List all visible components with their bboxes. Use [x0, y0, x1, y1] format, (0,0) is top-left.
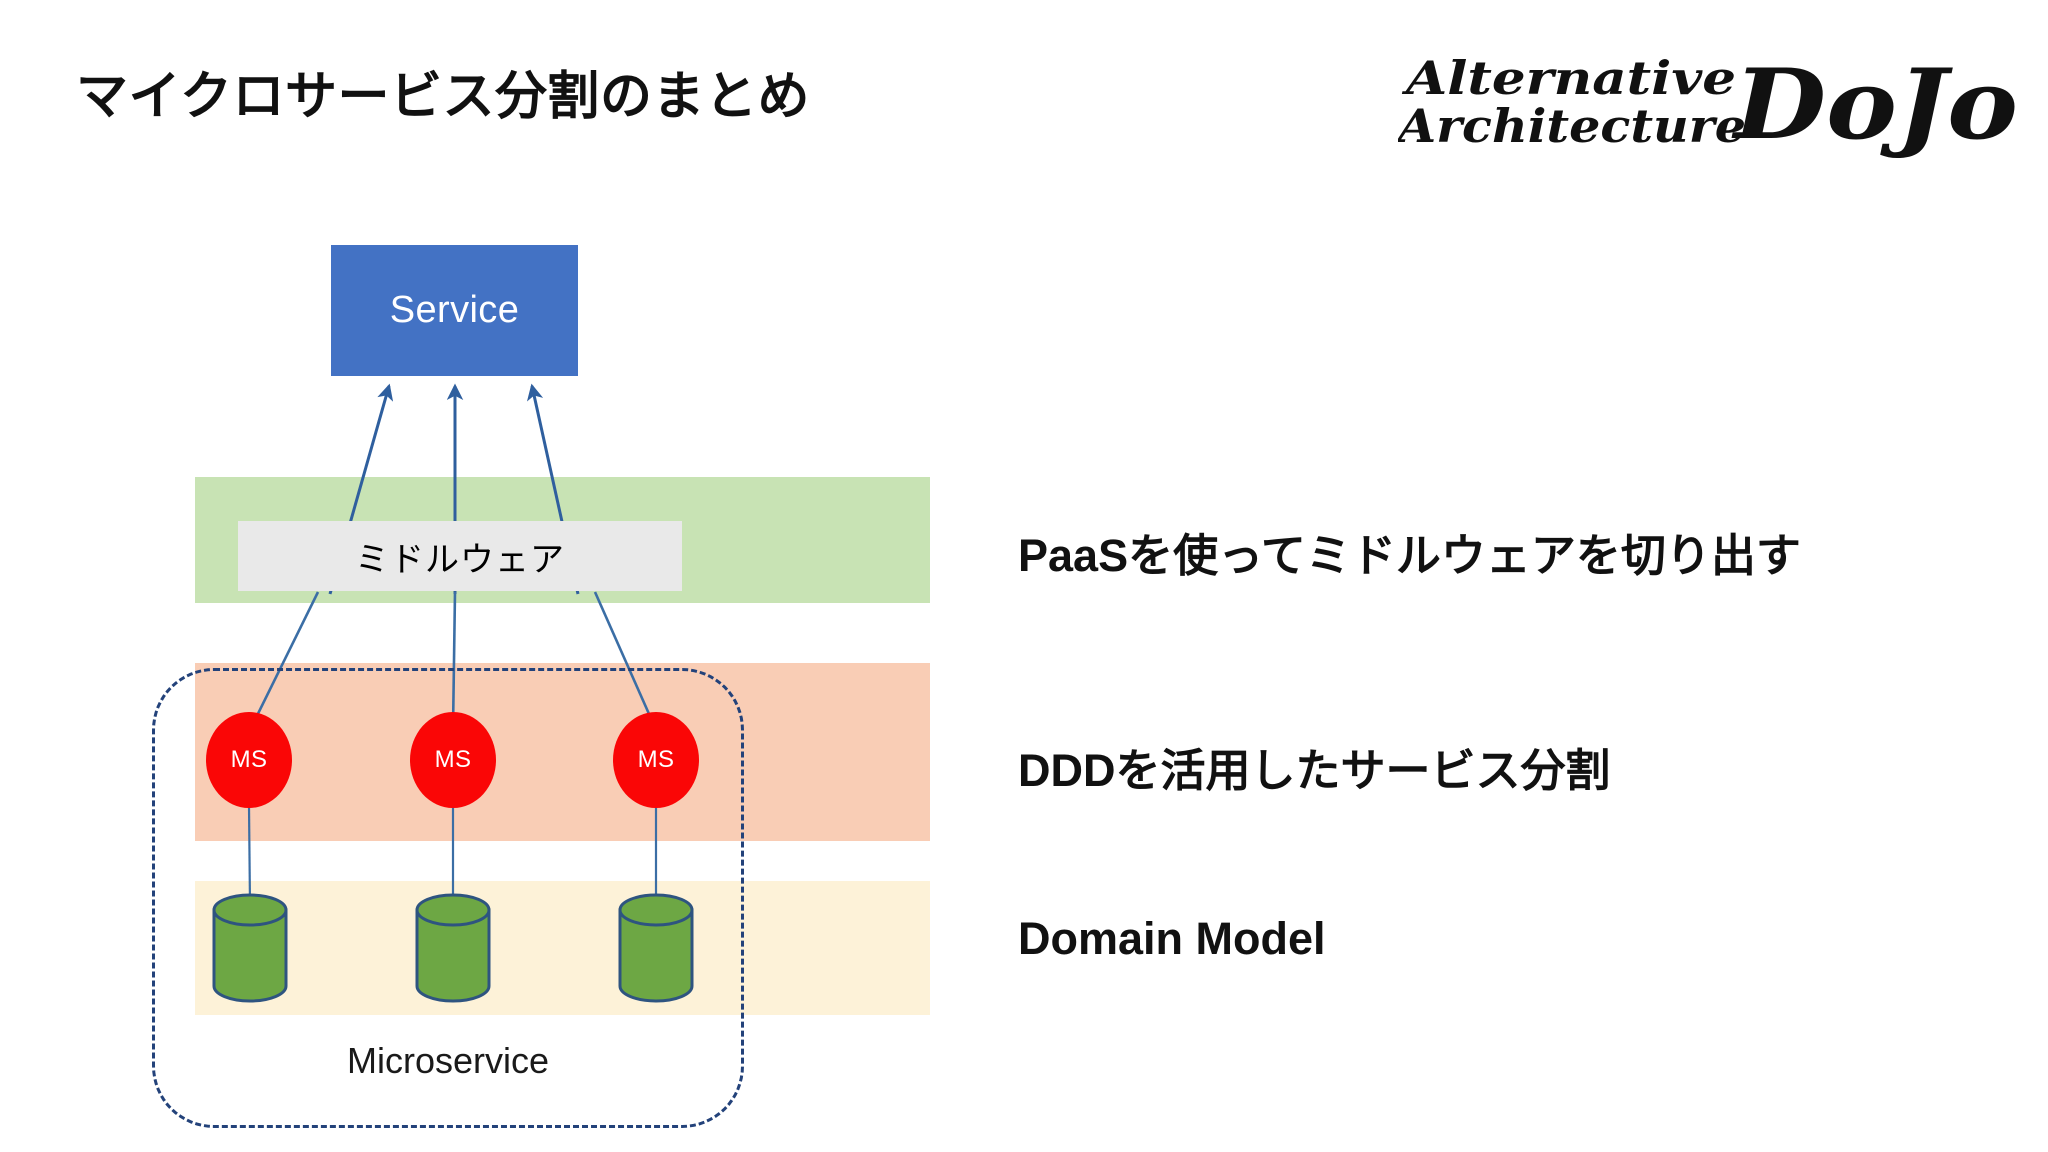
- layer-band-service: [195, 663, 930, 841]
- page-title: マイクロサービス分割のまとめ: [76, 68, 810, 126]
- brand-logo-line2: Architecture: [1398, 99, 1746, 153]
- middleware-box-label: ミドルウェア: [355, 540, 565, 579]
- database-cylinder-icon[interactable]: [617, 893, 695, 1003]
- database-cylinder-icon[interactable]: [414, 893, 492, 1003]
- architecture-diagram: Service ミドルウェア Microservice MS MS MS: [0, 0, 1020, 1152]
- brand-logo-mark: DoJo: [1731, 48, 2018, 161]
- service-box[interactable]: Service: [331, 245, 578, 376]
- microservice-node[interactable]: MS: [206, 712, 292, 808]
- connector-middleware-to-ms: [247, 591, 659, 733]
- annotation-domain-model: Domain Model: [1018, 913, 1326, 964]
- connector-ms-to-database: [247, 805, 658, 906]
- annotation-paas: PaaSを使ってミドルウェアを切り出す: [1018, 530, 1801, 581]
- microservice-node[interactable]: MS: [613, 712, 699, 808]
- brand-logo: Alternative Architecture DoJo: [1398, 42, 2018, 162]
- annotation-ddd: DDDを活用したサービス分割: [1018, 745, 1611, 796]
- brand-logo-line1: Alternative: [1401, 51, 1736, 105]
- middleware-box[interactable]: ミドルウェア: [238, 521, 682, 591]
- service-box-label: Service: [389, 289, 520, 331]
- microservice-boundary: [152, 668, 744, 1128]
- layer-band-data: [195, 881, 930, 1015]
- database-cylinder-icon[interactable]: [211, 893, 289, 1003]
- microservice-node-label: MS: [637, 746, 675, 773]
- microservice-boundary-label: Microservice: [346, 1040, 550, 1081]
- microservice-node-label: MS: [230, 746, 268, 773]
- microservice-node[interactable]: MS: [410, 712, 496, 808]
- microservice-node-label: MS: [434, 746, 472, 773]
